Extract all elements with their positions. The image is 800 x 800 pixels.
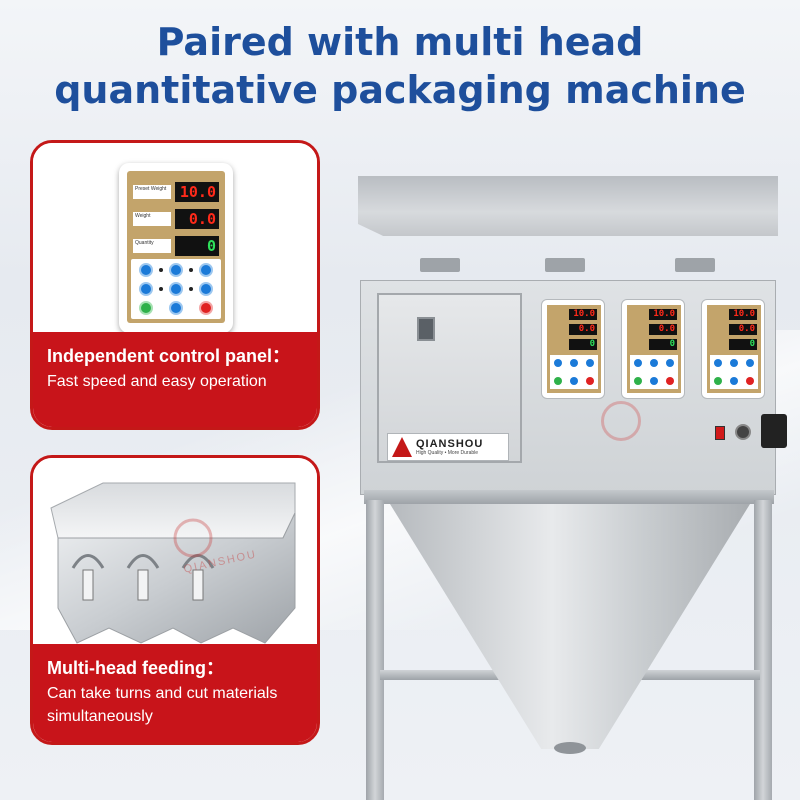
keypad-button-icon <box>746 359 754 367</box>
mini-panel-face: 10.0 0.0 0 <box>707 305 761 393</box>
mini-weight-display: 0.0 <box>649 324 677 335</box>
power-button-icon <box>714 377 722 385</box>
power-button-icon <box>554 377 562 385</box>
mini-weight-display: 0.0 <box>729 324 757 335</box>
preset-weight-row: Preset Weight 10.0 <box>131 179 221 205</box>
mini-preset-display: 10.0 <box>729 309 757 320</box>
keypad-button-icon <box>169 282 183 296</box>
clip-icon <box>420 258 460 272</box>
control-panel-illustration: Preset Weight 10.0 Weight 0.0 Quantity 0 <box>33 143 317 338</box>
mini-control-panel: 10.0 0.0 0 <box>701 299 765 399</box>
lock-icon <box>417 317 435 341</box>
power-socket-icon <box>761 414 787 448</box>
keypad-button-icon <box>199 282 213 296</box>
mini-quantity-display: 0 <box>569 339 597 350</box>
brand-tagline: High Quality • More Durable <box>416 449 479 456</box>
fuse-knob-icon <box>735 424 751 440</box>
mini-panel-face: 10.0 0.0 0 <box>627 305 681 393</box>
control-panel-face: Preset Weight 10.0 Weight 0.0 Quantity 0 <box>127 171 225 323</box>
feature-caption: Independent control panel： Fast speed an… <box>33 332 317 427</box>
stop-button-icon <box>586 377 594 385</box>
keypad-button-icon <box>139 282 153 296</box>
brand-plate: QIANSHOU High Quality • More Durable <box>387 433 509 461</box>
mini-quantity-display: 0 <box>649 339 677 350</box>
mini-control-panel: 10.0 0.0 0 <box>541 299 605 399</box>
stop-button-icon <box>746 377 754 385</box>
weight-row: Weight 0.0 <box>131 206 221 232</box>
feature-description: Fast speed and easy operation <box>47 373 267 390</box>
keypad-button-icon <box>554 359 562 367</box>
keypad-button-icon <box>169 301 183 315</box>
indicator-dot-icon <box>159 287 163 291</box>
keypad-button-icon <box>634 359 642 367</box>
clip-icon <box>545 258 585 272</box>
feature-caption: Multi-head feeding： Can take turns and c… <box>33 644 317 742</box>
keypad-button-icon <box>169 263 183 277</box>
mini-weight-display: 0.0 <box>569 324 597 335</box>
machine-hopper <box>390 504 750 749</box>
machine-door: QIANSHOU High Quality • More Durable <box>377 293 522 463</box>
keypad-button-icon <box>586 359 594 367</box>
feature-description: Can take turns and cut materials simulta… <box>47 685 278 725</box>
keypad-button-icon <box>650 377 658 385</box>
quantity-display: 0 <box>175 236 219 256</box>
weight-label: Weight <box>133 212 171 226</box>
indicator-dot-icon <box>159 268 163 272</box>
frame-leg-right <box>754 500 772 800</box>
stop-button-icon <box>199 301 213 315</box>
quantity-label: Quantity <box>133 239 171 253</box>
machine-body: QIANSHOU High Quality • More Durable 10.… <box>360 280 787 495</box>
keypad-button-icon <box>730 359 738 367</box>
headline-line-2: quantitative packaging machine <box>54 68 746 112</box>
feature-title: Independent control panel： <box>47 346 291 366</box>
brand-logo-icon <box>392 437 412 457</box>
power-button-icon <box>634 377 642 385</box>
keypad-button-icon <box>139 263 153 277</box>
preset-weight-display: 10.0 <box>175 182 219 202</box>
brand-text: QIANSHOU High Quality • More Durable <box>416 438 483 457</box>
feature-card-control-panel: Preset Weight 10.0 Weight 0.0 Quantity 0 <box>30 140 320 430</box>
machine-ledge <box>364 490 774 504</box>
keypad-button-icon <box>650 359 658 367</box>
keypad-button-icon <box>570 359 578 367</box>
control-panel: Preset Weight 10.0 Weight 0.0 Quantity 0 <box>119 163 233 333</box>
brand-watermark-icon <box>601 401 641 441</box>
keypad-button-icon <box>570 377 578 385</box>
preset-weight-label: Preset Weight <box>133 185 171 199</box>
brand-name: QIANSHOU <box>416 437 484 450</box>
control-panel-keypad <box>131 259 221 319</box>
mini-keypad <box>630 355 678 389</box>
hopper-icon <box>50 482 296 644</box>
stop-button-icon <box>666 377 674 385</box>
mini-control-panel: 10.0 0.0 0 <box>621 299 685 399</box>
mini-quantity-display: 0 <box>729 339 757 350</box>
keypad-button-icon <box>199 263 213 277</box>
power-switch-icon <box>715 426 725 440</box>
indicator-dot-icon <box>189 287 193 291</box>
power-button-icon <box>139 301 153 315</box>
keypad-button-icon <box>730 377 738 385</box>
packaging-machine: QIANSHOU High Quality • More Durable 10.… <box>340 170 800 800</box>
headline: Paired with multi head quantitative pack… <box>0 18 800 114</box>
clip-icon <box>675 258 715 272</box>
headline-line-1: Paired with multi head <box>156 20 644 64</box>
keypad-button-icon <box>714 359 722 367</box>
frame-leg-left <box>366 500 384 800</box>
mini-keypad <box>710 355 758 389</box>
indicator-dot-icon <box>189 268 193 272</box>
machine-top-bin <box>358 176 778 236</box>
weight-display: 0.0 <box>175 209 219 229</box>
keypad-button-icon <box>666 359 674 367</box>
mini-keypad <box>550 355 598 389</box>
mini-preset-display: 10.0 <box>569 309 597 320</box>
feature-card-multi-head: QIANSHOU Multi-head feeding： Can take tu… <box>30 455 320 745</box>
feature-title: Multi-head feeding： <box>47 658 224 678</box>
mini-panel-face: 10.0 0.0 0 <box>547 305 601 393</box>
quantity-row: Quantity 0 <box>131 233 221 259</box>
outlet-nozzle-icon <box>554 742 586 754</box>
mini-preset-display: 10.0 <box>649 309 677 320</box>
hopper-illustration: QIANSHOU <box>33 458 317 653</box>
